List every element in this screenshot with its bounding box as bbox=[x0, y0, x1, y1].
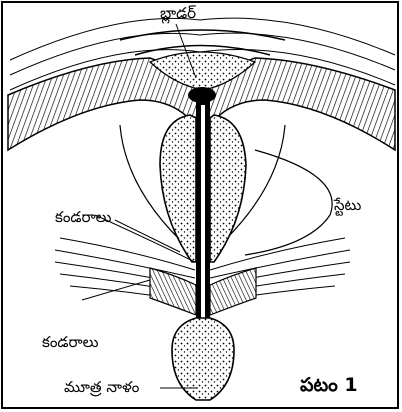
label-prostate: స్టేటు bbox=[334, 198, 361, 213]
label-bladder: బ్లాడర్ bbox=[160, 6, 196, 21]
diaphragm-right bbox=[210, 268, 256, 315]
figure-caption: పటం 1 bbox=[300, 376, 358, 395]
label-muscle-lower: కండరాలు bbox=[42, 335, 98, 350]
prostate-lobe-left bbox=[160, 115, 196, 262]
diaphragm-left bbox=[150, 268, 196, 315]
label-urethra: మూత్ర నాళం bbox=[64, 380, 139, 395]
prostate-lobe-right bbox=[210, 115, 246, 262]
label-muscle-upper: కండరాలు bbox=[55, 210, 111, 225]
